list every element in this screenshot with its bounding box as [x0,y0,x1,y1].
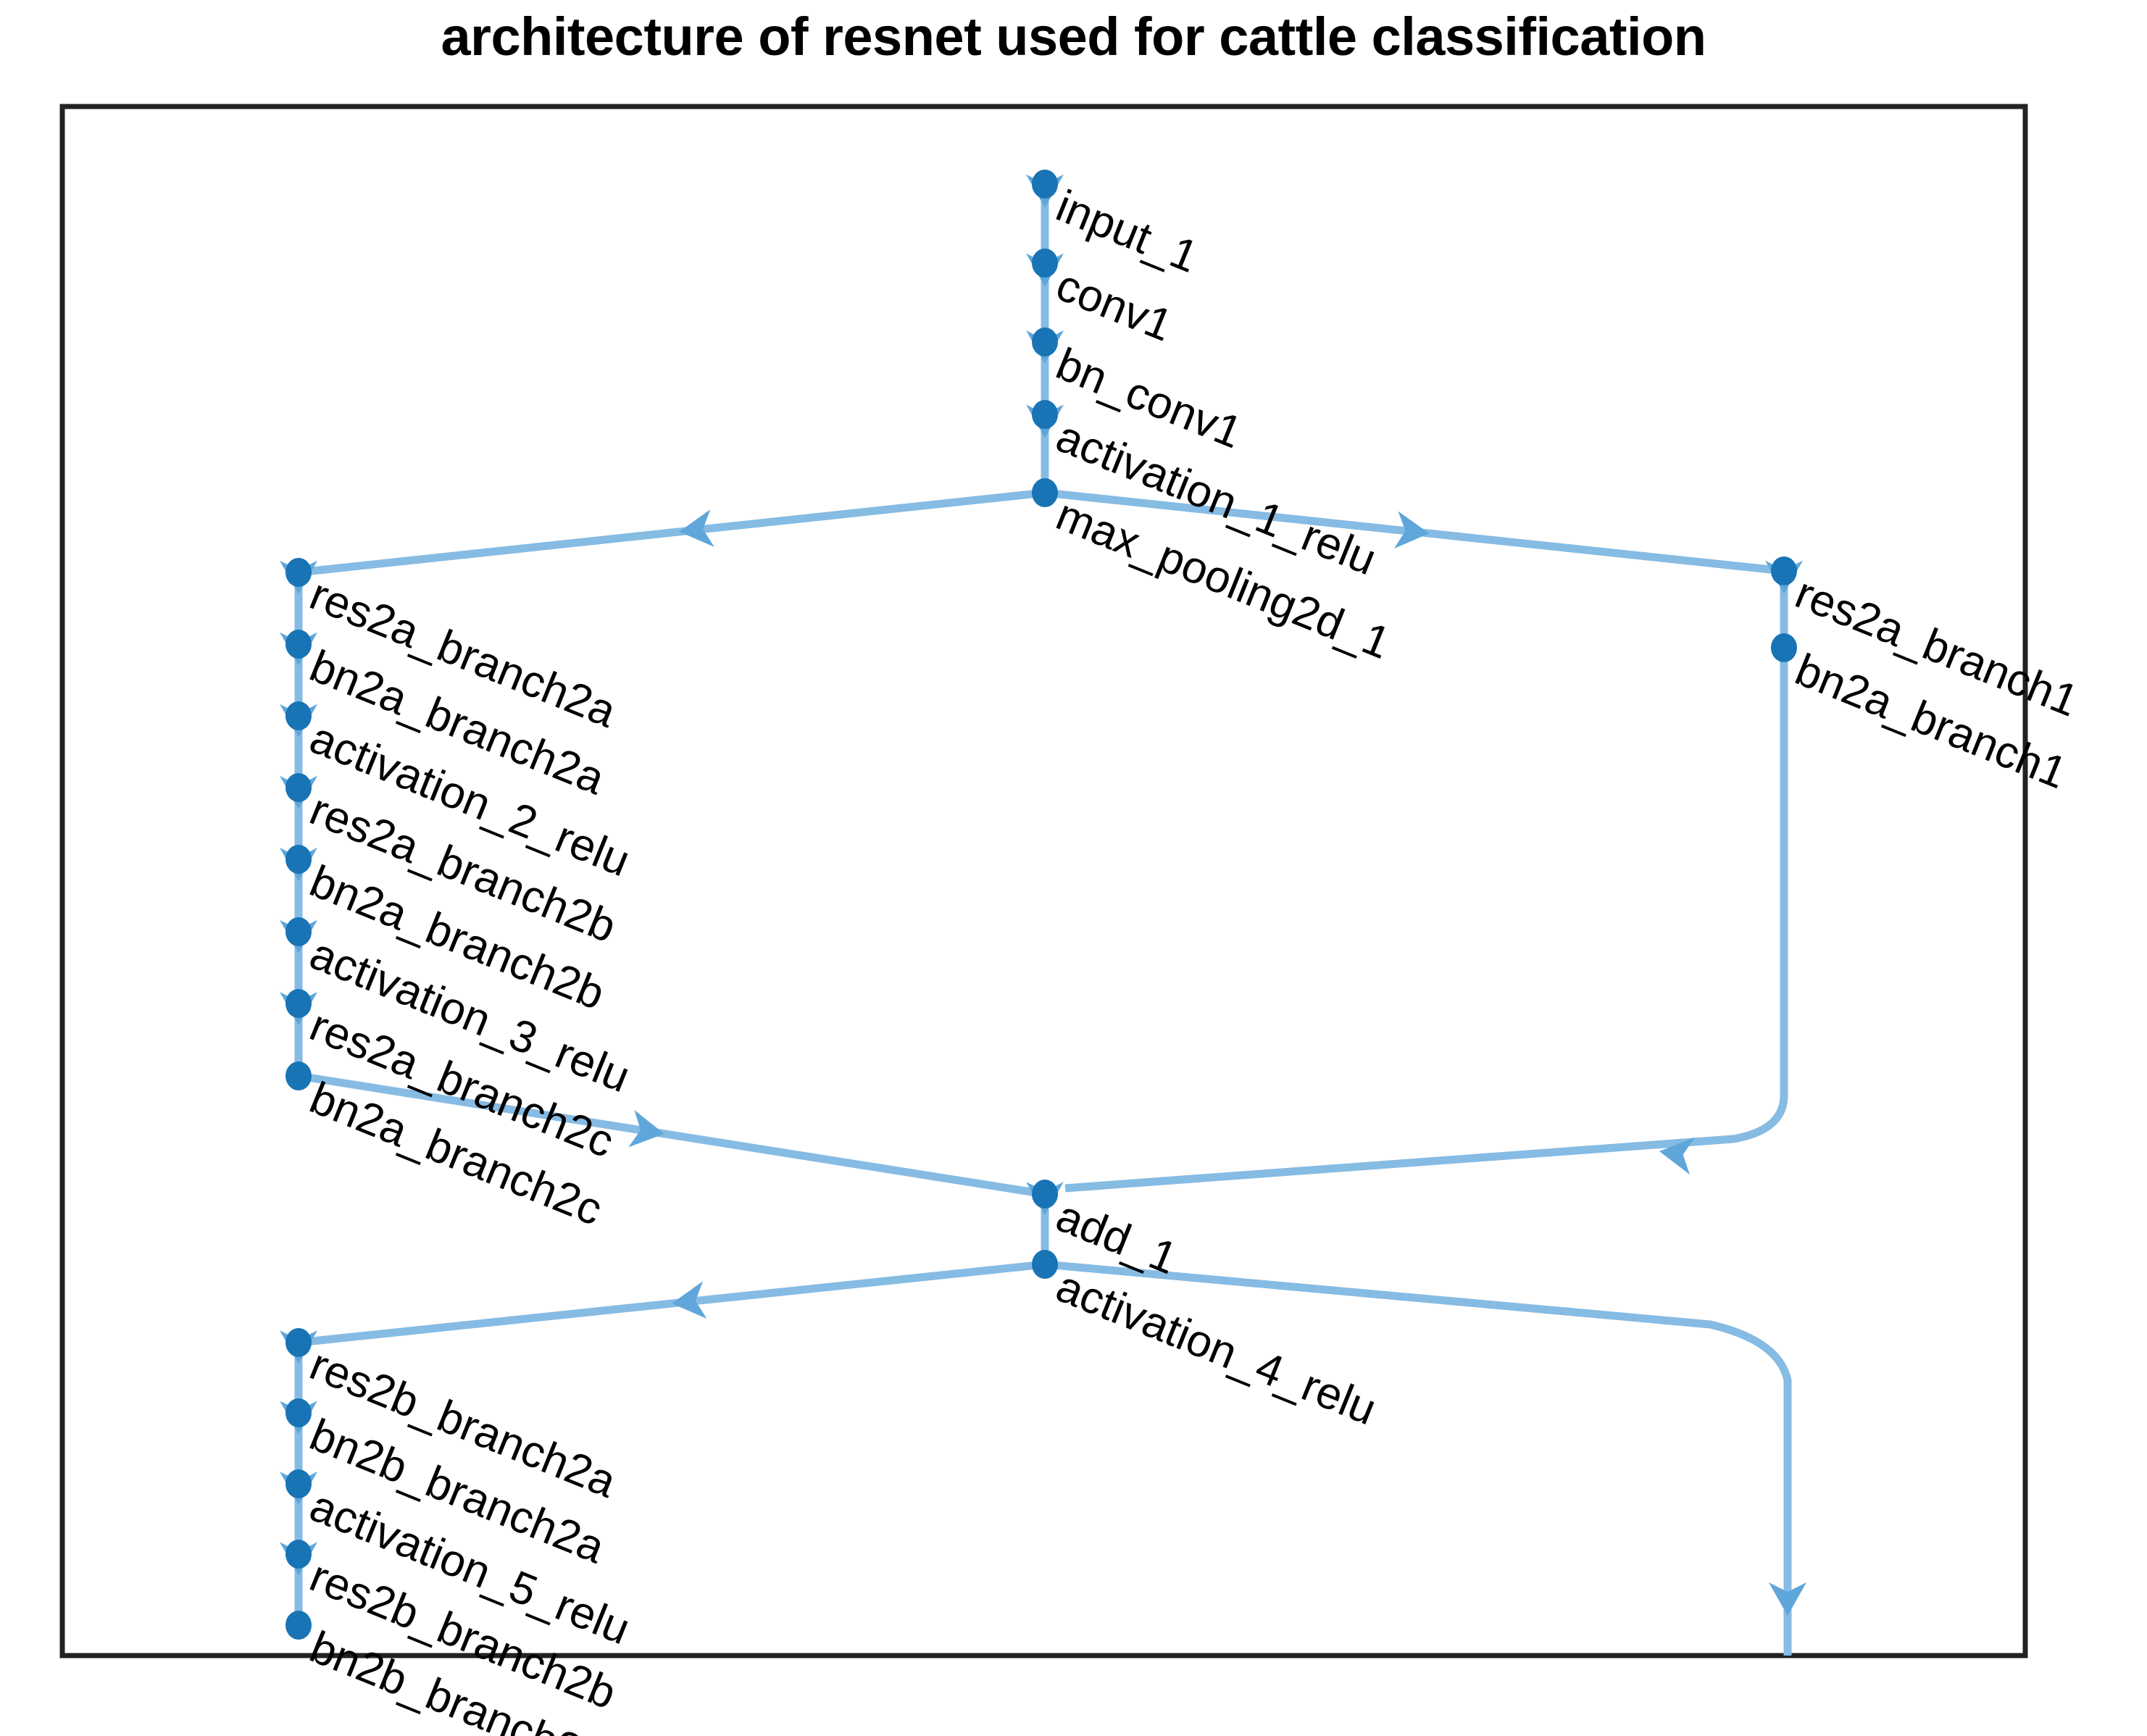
edge-arrowhead [1769,1582,1806,1616]
edge-arrowhead [628,1109,664,1148]
node-label-conv1: conv1 [1049,260,1179,351]
graph-node-res2a_branch2a[interactable] [285,558,312,587]
edge-arrowhead [1659,1137,1696,1175]
graph-node-bn2b_branch2b[interactable] [285,1611,312,1640]
edge-line-residual-shortcut [1064,648,1788,1193]
graph-node-input_1[interactable] [1032,170,1058,199]
axes-frame [59,104,2028,1658]
node-labels-layer: input_1conv1bn_conv1activation_1_relumax… [303,181,2085,1736]
graph-node-bn2a_branch1[interactable] [1771,633,1797,662]
nodes-layer [285,170,1797,1640]
edge-arrowhead [1393,511,1430,549]
graph-node-activation_5_relu[interactable] [285,1469,312,1498]
edge-line [298,1072,1046,1198]
page-title: architecture of resnet used for cattle c… [441,7,1706,67]
graph-node-res2b_branch2a[interactable] [285,1328,312,1357]
graph-node-activation_1_relu[interactable] [1032,400,1058,429]
graph-node-activation_4_relu[interactable] [1032,1250,1058,1279]
graph-node-res2a_branch2c[interactable] [285,989,312,1018]
edge-line-next-block [1044,1260,1792,1656]
graph-node-res2b_branch2b[interactable] [285,1540,312,1569]
edge-line [298,488,1046,577]
graph-node-bn2a_branch2a[interactable] [285,630,312,659]
graph-node-add_1[interactable] [1032,1180,1058,1209]
graph-node-res2a_branch2b[interactable] [285,773,312,802]
graph-node-bn2b_branch2a[interactable] [285,1398,312,1427]
graph-node-max_pooling2d_1[interactable] [1032,478,1058,507]
graph-node-bn2a_branch2c[interactable] [285,1061,312,1090]
graph-node-bn2a_branch2b[interactable] [285,845,312,874]
graph-node-activation_2_relu[interactable] [285,701,312,730]
edge-arrowhead [679,509,714,547]
graph-node-activation_3_relu[interactable] [285,917,312,946]
graph-node-conv1[interactable] [1032,249,1058,277]
graph-node-res2a_branch1[interactable] [1771,556,1797,585]
graph-node-bn_conv1[interactable] [1032,327,1058,356]
edge-arrowhead [672,1281,707,1319]
